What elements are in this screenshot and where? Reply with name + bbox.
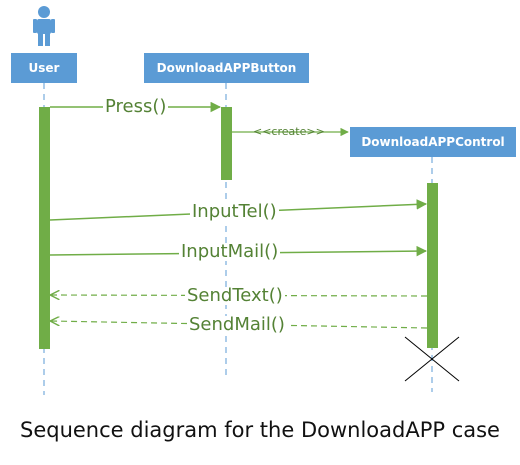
destroy-x-icon bbox=[404, 336, 460, 382]
input-mail-label: InputMail() bbox=[179, 241, 281, 262]
button-label: DownloadAPPButton bbox=[156, 61, 297, 75]
control-label: DownloadAPPControl bbox=[361, 135, 505, 149]
button-header-box bbox=[144, 53, 309, 83]
send-text-arrow bbox=[51, 295, 428, 296]
press-label: Press() bbox=[103, 96, 169, 117]
user-header-box bbox=[11, 53, 77, 83]
send-text-label: SendText() bbox=[185, 285, 285, 306]
send-mail-arrow bbox=[51, 321, 428, 329]
button-activation bbox=[221, 107, 232, 180]
input-tel-label: InputTel() bbox=[190, 201, 279, 222]
control-header-box bbox=[350, 127, 516, 157]
create-label: <<create>> bbox=[253, 125, 325, 138]
user-activation bbox=[39, 107, 50, 349]
send-mail-label: SendMail() bbox=[187, 314, 287, 335]
person-icon bbox=[33, 6, 55, 46]
control-activation bbox=[427, 183, 438, 348]
user-label: User bbox=[28, 61, 60, 75]
figure-caption: Sequence diagram for the DownloadAPP cas… bbox=[20, 418, 500, 442]
